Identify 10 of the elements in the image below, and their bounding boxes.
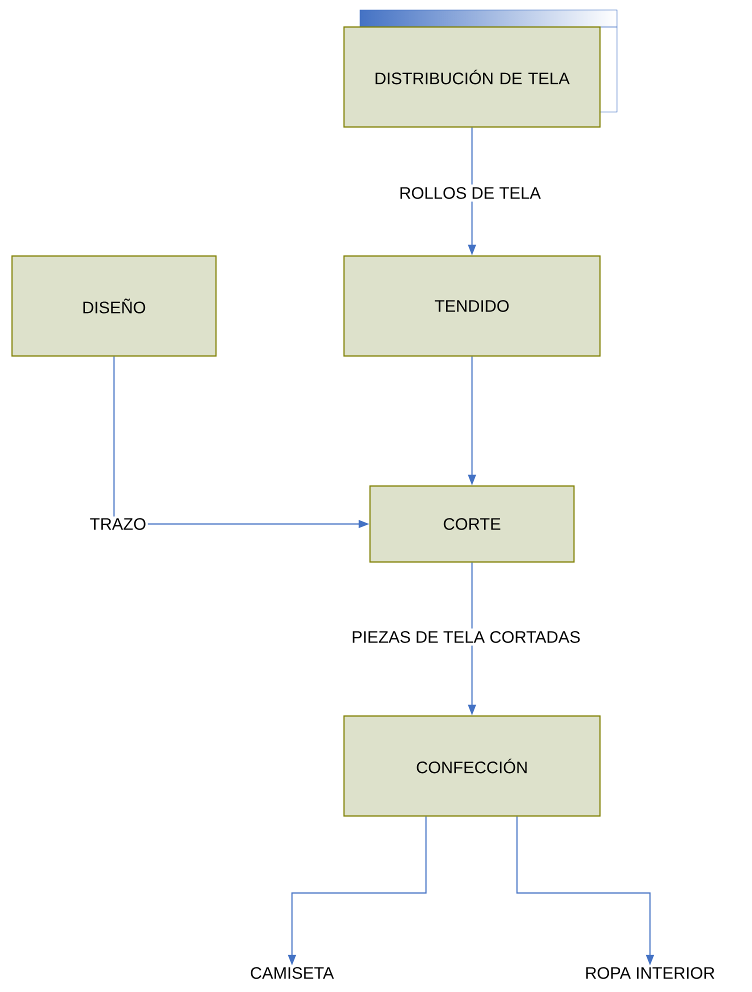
process-box: CORTE	[369, 485, 575, 563]
process-box: DISEÑO	[11, 255, 217, 357]
output-label: ROPA INTERIOR	[586, 967, 714, 979]
output-label: CAMISETA	[250, 967, 334, 979]
process-box: DISTRIBUCIÓN DE TELA	[343, 26, 601, 128]
edge-label: PIEZAS DE TELA CORTADAS	[348, 628, 584, 646]
process-box: CONFECCIÓN	[343, 715, 601, 817]
edge-label: ROLLOS DE TELA	[396, 184, 544, 202]
input-label: TRAZO	[90, 518, 146, 530]
process-box: TENDIDO	[343, 255, 601, 357]
